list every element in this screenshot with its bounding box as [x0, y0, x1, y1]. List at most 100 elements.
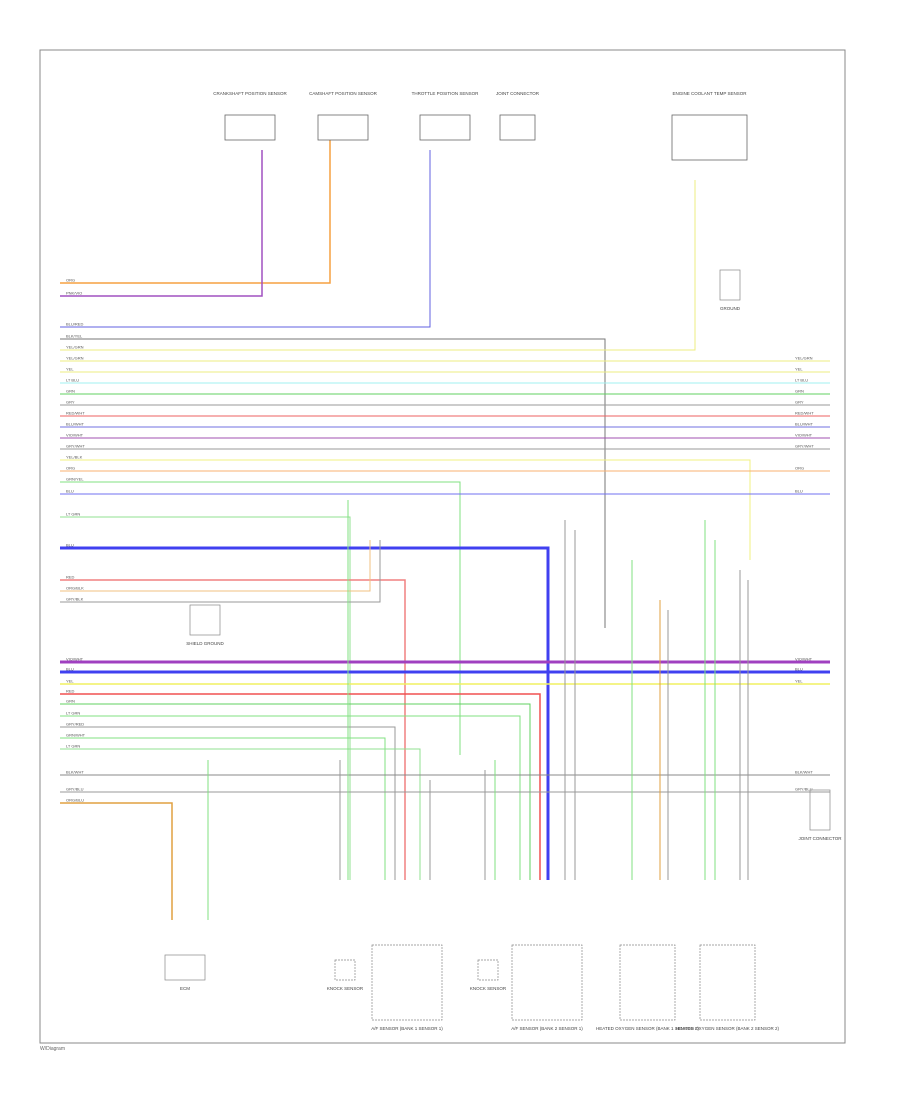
wire-label: GRN — [66, 389, 75, 394]
wire-path — [60, 726, 396, 880]
wire-label: GRY/BLU — [795, 787, 813, 792]
wire-path — [60, 802, 173, 920]
wire-label: VIO/WHT — [795, 433, 813, 438]
wire: GRY/BLK — [60, 540, 381, 603]
wire-path — [60, 338, 606, 628]
component-label: A/F SENSOR (BANK 1 SENSOR 1) — [371, 1026, 443, 1031]
wire-path — [60, 150, 431, 328]
wire: GRY/RED — [60, 722, 396, 880]
wire-label: ORG/BLU — [66, 798, 84, 803]
wire-path — [60, 180, 696, 351]
component-label: CRANKSHAFT POSITION SENSOR — [213, 91, 287, 96]
wire-label: LT BLU — [795, 378, 808, 383]
component-c2: CAMSHAFT POSITION SENSOR — [309, 91, 378, 141]
wire-path — [60, 546, 550, 880]
component-b8: SHIELD GROUND — [186, 604, 224, 646]
component-c3: THROTTLE POSITION SENSOR — [412, 91, 479, 141]
wire: GRN/WHT — [60, 733, 386, 880]
component-b2: A/F SENSOR (BANK 1 SENSOR 1) — [371, 944, 443, 1031]
wire-path — [60, 459, 751, 560]
component-label: KNOCK SENSOR — [470, 986, 507, 991]
wire-path — [60, 120, 331, 284]
diagram-frame — [39, 49, 846, 1044]
wire: LT BLU LT BLU — [60, 378, 830, 384]
component-box — [809, 789, 831, 831]
wire-label: LT GRN — [66, 711, 80, 716]
wire-label: BLU — [66, 667, 74, 672]
wire-label: VIO/WHT — [66, 433, 84, 438]
wire-label: GRY/WHT — [66, 444, 85, 449]
component-box — [699, 944, 756, 1021]
component-box — [224, 114, 276, 141]
wire-label: RED — [66, 575, 75, 580]
wire: ORG — [60, 120, 331, 284]
wire-label: YEL/GRN — [66, 345, 84, 350]
wire-path — [60, 150, 263, 297]
wire-label: YEL — [66, 367, 74, 372]
component-box — [499, 114, 536, 141]
wire-path — [60, 481, 461, 755]
wire-label: BLK/YEL — [66, 334, 83, 339]
component-b4: A/F SENSOR (BANK 2 SENSOR 1) — [511, 944, 583, 1031]
wire-path — [60, 579, 406, 880]
wire-path — [60, 540, 371, 592]
wire-label: YEL/GRN — [66, 356, 84, 361]
wire-label: BLK/WHT — [795, 770, 813, 775]
wire-label: GRY/BLU — [66, 787, 84, 792]
component-label: GROUND — [720, 306, 741, 311]
component-b3: KNOCK SENSOR — [470, 959, 507, 991]
wire-label: ORG/BLK — [66, 586, 84, 591]
component-label: JOINT CONNECTOR — [798, 836, 842, 841]
wire: GRN — [60, 699, 531, 880]
component-b6: HEATED OXYGEN SENSOR (BANK 2 SENSOR 2) — [676, 944, 779, 1031]
wire-path — [60, 693, 541, 880]
wire-label: ORG — [66, 278, 75, 283]
wire-label: BLU/RED — [66, 322, 83, 327]
wire-label: BLK/WHT — [66, 770, 84, 775]
component-label: JOINT CONNECTOR — [496, 91, 540, 96]
component-b5: HEATED OXYGEN SENSOR (BANK 1 SENSOR 2) — [596, 944, 699, 1031]
wire-label: LT BLU — [66, 378, 79, 383]
wire: LT GRN — [60, 512, 351, 880]
wire: ORG/BLU — [60, 798, 173, 920]
component-b7: JOINT CONNECTOR — [798, 789, 842, 841]
wire: BLK/WHT BLK/WHT — [60, 770, 830, 776]
wire-label: GRY/RED — [66, 722, 84, 727]
wire-label: GRN/WHT — [66, 733, 86, 738]
component-box — [189, 604, 221, 636]
wire: GRN/YEL — [60, 477, 461, 755]
wire-path — [60, 703, 531, 880]
wire-label: BLU — [66, 489, 74, 494]
wire: RED — [60, 575, 406, 880]
component-box — [719, 269, 741, 301]
wire: BLU/RED — [60, 150, 431, 328]
wire-label: VIO/WHT — [795, 657, 813, 662]
component-box — [419, 114, 471, 141]
wire-label: VIO/WHT — [66, 657, 84, 662]
component-label: HEATED OXYGEN SENSOR (BANK 1 SENSOR 2) — [596, 1026, 699, 1031]
wire-label: LT GRN — [66, 512, 80, 517]
wire-label: ORG — [66, 466, 75, 471]
wire: GRY/BLU GRY/BLU — [60, 787, 830, 793]
component-label: HEATED OXYGEN SENSOR (BANK 2 SENSOR 2) — [676, 1026, 779, 1031]
diagram-footer: W/Diagram — [40, 1046, 66, 1052]
component-label: CAMSHAFT POSITION SENSOR — [309, 91, 377, 96]
wire-label: YEL — [795, 679, 803, 684]
wire: YEL/GRN — [60, 180, 696, 351]
component-c1: CRANKSHAFT POSITION SENSOR — [213, 91, 287, 141]
wire: VIO/WHT VIO/WHT — [60, 657, 830, 664]
wire-label: RED/WHT — [66, 411, 85, 416]
wire: VIO/WHT VIO/WHT — [60, 433, 830, 439]
component-label: KNOCK SENSOR — [327, 986, 364, 991]
wire: YEL/BLK — [60, 455, 751, 560]
